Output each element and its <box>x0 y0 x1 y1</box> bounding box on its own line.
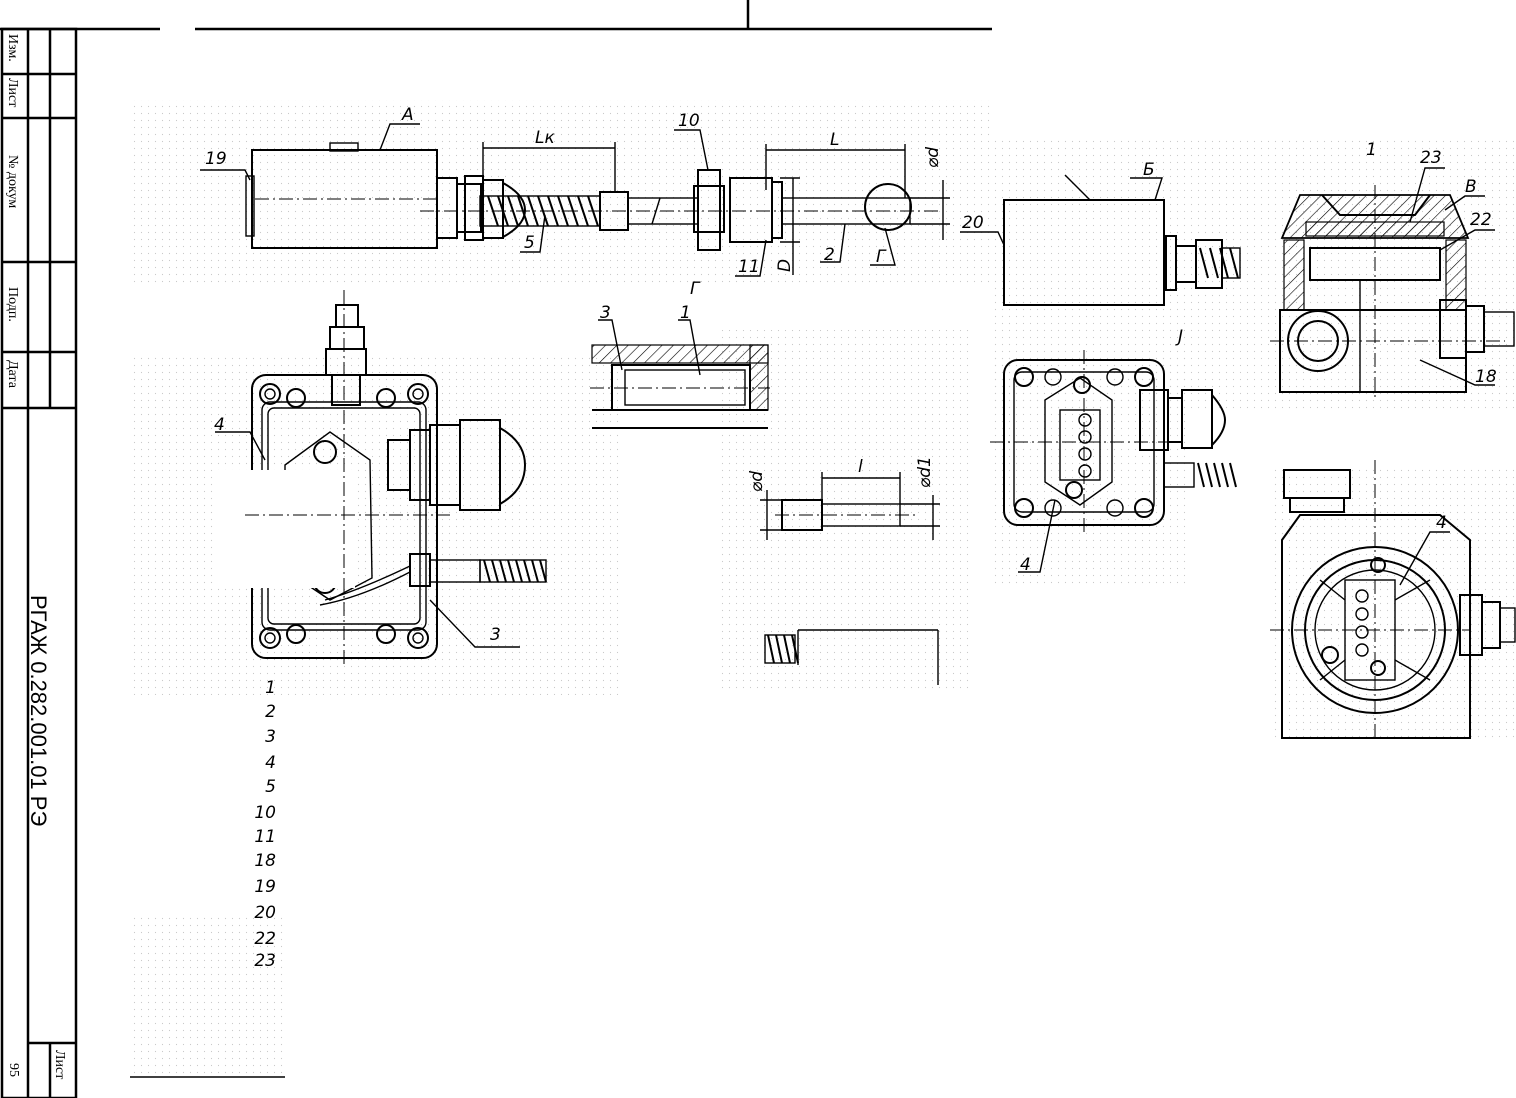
legend-item: 3 <box>265 727 276 747</box>
label-2: 2 <box>824 245 835 265</box>
label-5: 5 <box>524 233 535 253</box>
label-4-round: 4 <box>1436 513 1447 533</box>
label-20: 20 <box>962 213 984 233</box>
label-A: A <box>401 105 414 125</box>
label-23: 23 <box>1420 148 1442 168</box>
label-J: J <box>1175 327 1183 347</box>
stamp-col-docnum: № докум <box>5 155 20 208</box>
label-V: В <box>1465 177 1477 197</box>
label-19: 19 <box>205 149 227 169</box>
stamp-col-izm: Изм. <box>5 34 20 62</box>
label-3-section: 3 <box>600 303 611 323</box>
label-4-viewB: 4 <box>1020 555 1031 575</box>
title-block: Изм. Лист № докум Подп. Дата РГАЖ 0.282.… <box>0 27 78 1098</box>
label-D: D <box>775 259 795 272</box>
legend-item: 5 <box>265 777 276 797</box>
label-18: 18 <box>1475 367 1497 387</box>
label-G-section: Г <box>690 279 701 299</box>
label-10: 10 <box>678 111 700 131</box>
label-1-viewV: 1 <box>1366 140 1377 160</box>
stamp-col-list: Лист <box>5 78 20 107</box>
legend-item: 4 <box>265 753 276 773</box>
legend-item: 22 <box>254 929 276 949</box>
legend-item: 11 <box>254 827 276 847</box>
side-view-sensor <box>200 123 950 277</box>
view-round-housing <box>1270 460 1516 740</box>
legend-item: 10 <box>254 803 276 823</box>
view-B-side <box>960 174 1241 306</box>
label-d-probe: ⌀d <box>747 471 767 492</box>
probe-detail <box>760 472 940 685</box>
document-code: РГАЖ 0.282.001.01 РЭ <box>26 595 51 826</box>
label-L: L <box>830 130 839 150</box>
top-view-terminal-box <box>215 290 547 665</box>
label-Lk: Lк <box>535 128 555 148</box>
label-11: 11 <box>738 257 760 277</box>
section-G-detail <box>590 319 770 429</box>
stamp-col-date: Дата <box>5 360 20 389</box>
label-d1-probe: ⌀d1 <box>915 456 935 488</box>
legend-item: 18 <box>254 851 276 871</box>
label-G: Г <box>876 247 887 267</box>
label-B: Б <box>1143 160 1155 180</box>
label-22: 22 <box>1470 210 1492 230</box>
label-1-section: 1 <box>680 303 691 323</box>
legend-item: 1 <box>265 678 276 698</box>
label-4: 4 <box>214 415 225 435</box>
sheet-label: Лист <box>52 1050 67 1079</box>
dot-grid-background <box>130 100 1515 1075</box>
view-B-top <box>990 350 1237 573</box>
legend-item: 20 <box>254 903 276 923</box>
legend-item: 2 <box>265 702 276 722</box>
legend-item: 23 <box>254 951 276 971</box>
stamp-col-sign: Подп. <box>5 287 20 322</box>
legend-item: 19 <box>254 877 276 897</box>
label-d: ⌀d <box>923 147 943 168</box>
view-V-section <box>1270 167 1515 400</box>
sheet-number: 95 <box>6 1063 21 1077</box>
label-3: 3 <box>490 625 501 645</box>
label-l-probe: l <box>858 457 863 477</box>
